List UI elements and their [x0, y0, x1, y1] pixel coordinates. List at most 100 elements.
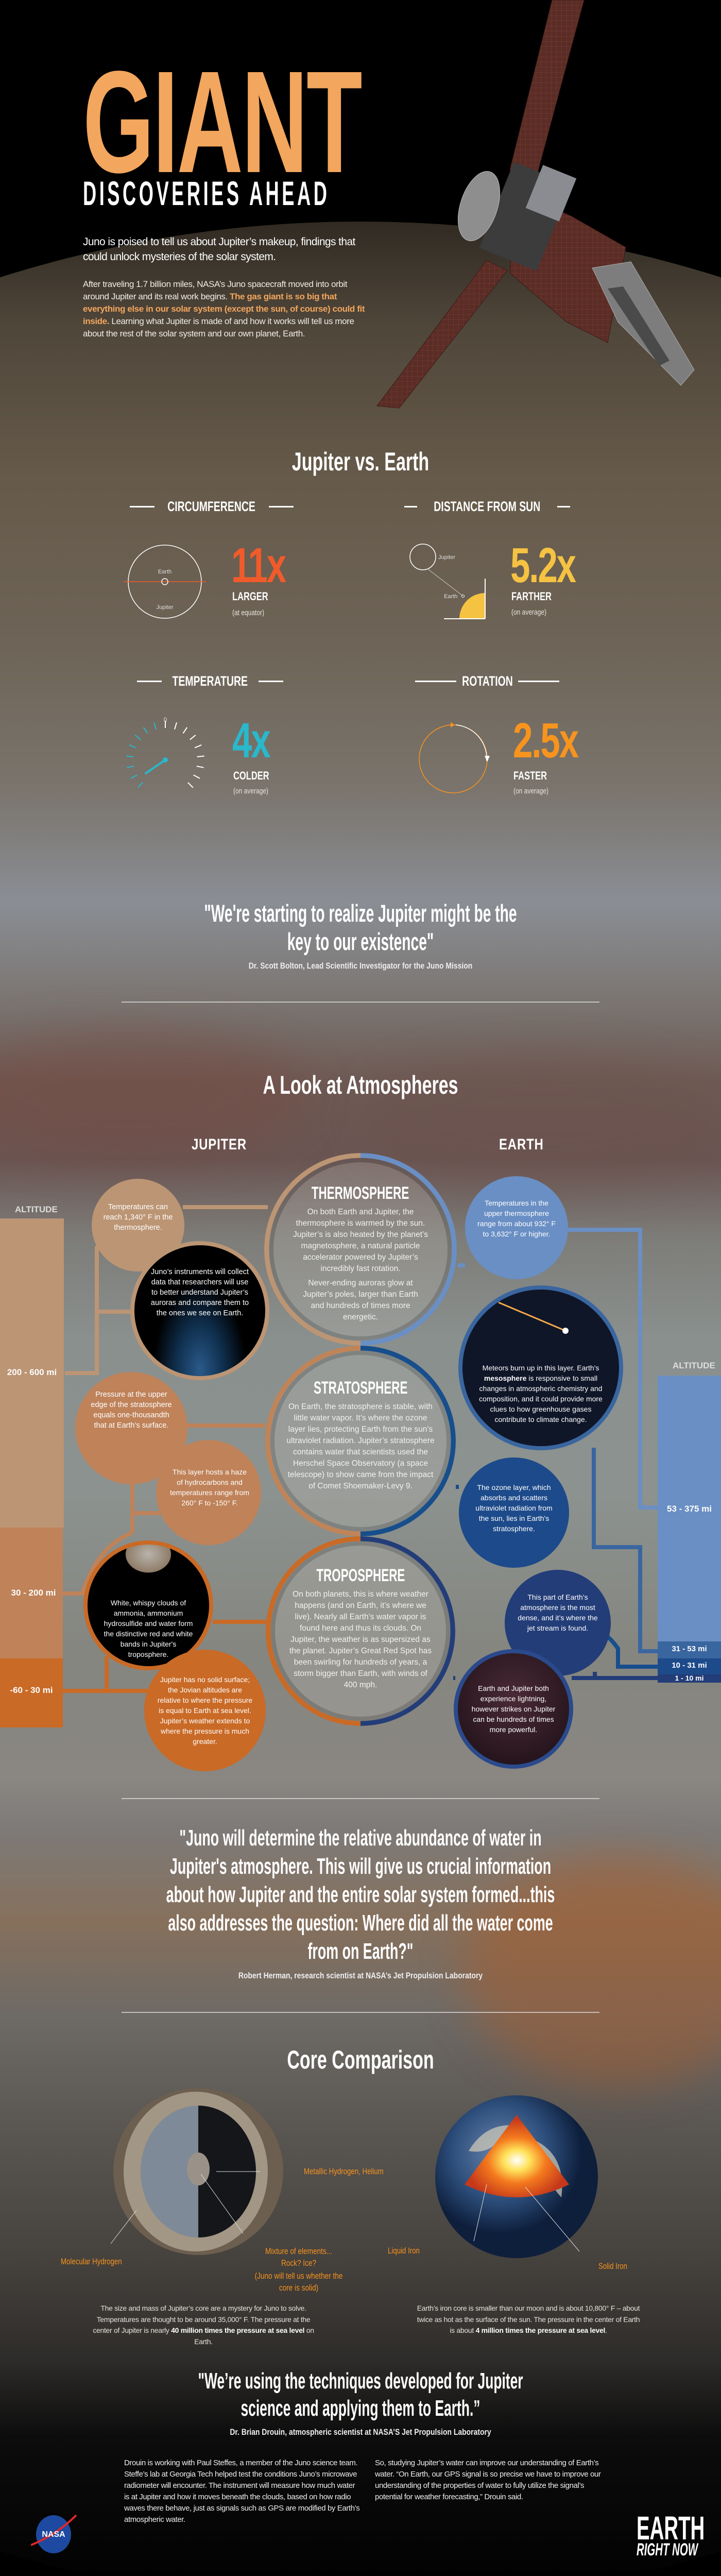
jupiter-label: Jupiter: [438, 554, 455, 561]
altitude-value: 200 - 600 mi: [7, 1367, 57, 1377]
mixture-question: Rock? Ice?: [281, 2258, 317, 2268]
circumference-heading: CIRCUMFERENCE: [127, 499, 297, 515]
meteor-text: Meteors burn up in this layer. Earth's m…: [477, 1363, 605, 1425]
brand-line-2: RIGHT NOW: [637, 2540, 698, 2560]
jupiter-label: Jupiter: [156, 604, 173, 611]
heading-rule: [557, 506, 570, 507]
gauge-tick: [174, 722, 178, 730]
core-text: The size and mass of Jupiter’s core are …: [93, 2304, 311, 2334]
heading-rule: [415, 681, 456, 682]
layer-ring: [264, 1153, 457, 1346]
fact-bubble: The ozone layer, which absorbs and scatt…: [459, 1458, 569, 1568]
altitude-value: 1 - 10 mi: [675, 1674, 704, 1682]
fact-bubble: This layer hosts a haze of hydrocarbons …: [156, 1440, 261, 1545]
gauge-tick: [193, 774, 200, 779]
gauge-needle: [145, 759, 166, 774]
layer-description: On Earth, the stratosphere is stable, wi…: [286, 1402, 435, 1490]
earth-core-description: Earth’s iron core is smaller than our mo…: [415, 2303, 642, 2336]
heading-rule: [130, 506, 155, 507]
gauge-tick: [137, 782, 143, 788]
intro-body-text: After traveling 1.7 billion miles, NASA’…: [83, 279, 348, 301]
temperature-heading: TEMPERATURE: [125, 673, 295, 689]
distance-label: FARTHER: [511, 590, 552, 603]
jupiter-core-description: The size and mass of Jupiter’s core are …: [90, 2303, 317, 2347]
heading-rule: [404, 506, 418, 507]
temperature-label: COLDER: [233, 769, 269, 782]
heading-rule: [268, 506, 294, 507]
layer-ring: [266, 1536, 455, 1726]
gauge-tick: [127, 766, 134, 768]
fact-bubble: This part of Earth’s atmosphere is the m…: [505, 1570, 611, 1676]
section-divider: [122, 1002, 599, 1003]
section-title-atmospheres: A Look at Atmospheres: [263, 1071, 458, 1099]
core-text-bold: 40 million times the pressure at sea lev…: [171, 2326, 305, 2334]
mixture-text: Mixture of elements...: [265, 2246, 332, 2256]
gauge-tick: [134, 735, 141, 740]
circumference-value: 11x: [231, 538, 286, 593]
hero-title: GIANT: [83, 41, 364, 203]
hero-title-text: GIANT: [83, 41, 363, 203]
intro-body: After traveling 1.7 billion miles, NASA’…: [83, 278, 371, 340]
fact-bubble-clouds: White, whispy clouds of ammonia, ammoniu…: [83, 1540, 213, 1670]
section-title-core: Core Comparison: [287, 2045, 434, 2074]
layer-ring: [265, 1346, 456, 1536]
earth-core-cutaway-image: [435, 2095, 598, 2258]
jupiter-outline-icon: [409, 544, 436, 570]
gauge-tick: [187, 782, 194, 788]
altitude-bar-thermosphere: [0, 1218, 64, 1528]
earth-right-now-logo: EARTH RIGHT NOW: [637, 2510, 705, 2560]
arrowhead-icon: [485, 756, 490, 762]
gauge-tick: [129, 744, 136, 749]
closing-paragraph-right: So, studying Jupiter’s water can improve…: [375, 2459, 601, 2501]
distance-value: 5.2x: [510, 538, 576, 593]
layer-troposphere: TROPOSPHERE On both planets, this is whe…: [266, 1536, 455, 1726]
meteor-text-bold: mesosphere: [484, 1374, 527, 1382]
quote-attribution-drouin: Dr. Brian Drouin, atmospheric scientist …: [230, 2427, 491, 2437]
temperature-value: 4x: [232, 713, 271, 768]
gauge-tick: [190, 735, 196, 740]
core-text: .: [605, 2326, 607, 2334]
quote-attribution-herman: Robert Herman, research scientist at NAS…: [238, 1971, 483, 1980]
circumference-diagram: Earth Jupiter: [124, 545, 206, 619]
earth-outline-icon: [161, 578, 168, 585]
layer-title: TROPOSPHERE: [316, 1566, 405, 1585]
layer-disc: [275, 1546, 446, 1717]
heading-text: TEMPERATURE: [172, 673, 248, 689]
gauge-tick: [182, 727, 188, 734]
fact-bubble: Temperatures in the upper thermosphere r…: [465, 1176, 568, 1279]
gauge-tick: [126, 755, 134, 757]
core-label-mixture: Mixture of elements... Rock? Ice? (Juno …: [242, 2245, 355, 2294]
altitude-bar-stratosphere-earth: [658, 1658, 721, 1674]
altitude-value: 31 - 53 mi: [672, 1645, 707, 1653]
core-label-solid-iron: Solid Iron: [598, 2261, 628, 2271]
layer-description: Never-ending auroras glow at Jupiter’s p…: [303, 1279, 418, 1321]
layer-description: On both Earth and Jupiter, the thermosph…: [293, 1208, 428, 1273]
earth-column-label: EARTH: [499, 1136, 544, 1153]
meteor-icon: [498, 1301, 569, 1334]
earth-dot-icon: [461, 595, 465, 598]
rotation-note: (on average): [513, 787, 549, 795]
layer-disc: [273, 1162, 448, 1336]
layer-thermosphere: THERMOSPHERE On both Earth and Jupiter, …: [264, 1153, 457, 1346]
quote-block-drouin: "We’re using the techniques developed fo…: [0, 2367, 721, 2437]
fact-bubble-meteor: Meteors burn up in this layer. Earth's m…: [458, 1285, 623, 1450]
jupiter-core-cutaway-image: [110, 2088, 283, 2255]
fact-bubble-aurora: Juno’s instruments will collect data tha…: [130, 1241, 269, 1380]
altitude-value: 30 - 200 mi: [11, 1588, 56, 1598]
brand-line-1: EARTH: [637, 2510, 705, 2547]
distance-note: (on average): [511, 608, 547, 617]
hero-subtitle-text: DISCOVERIES AHEAD: [83, 174, 330, 212]
intro-body-text-end: Learning what Jupiter is made of and how…: [83, 316, 354, 338]
closing-paragraph-left: Drouin is working with Paul Steffes, a m…: [124, 2459, 360, 2524]
gauge-zero-label: 0: [164, 716, 167, 723]
altitude-label-left: ALTITUDE: [15, 1205, 58, 1214]
earth-label: Earth: [158, 569, 171, 575]
gauge-pivot: [163, 757, 168, 762]
core-text: on Earth.: [194, 2326, 314, 2346]
heading-text: ROTATION: [461, 673, 513, 689]
altitude-bar-thermosphere-earth: [658, 1376, 721, 1641]
heading-rule: [137, 681, 162, 682]
gauge-tick: [153, 722, 157, 730]
rotation-diagram: [419, 722, 490, 793]
